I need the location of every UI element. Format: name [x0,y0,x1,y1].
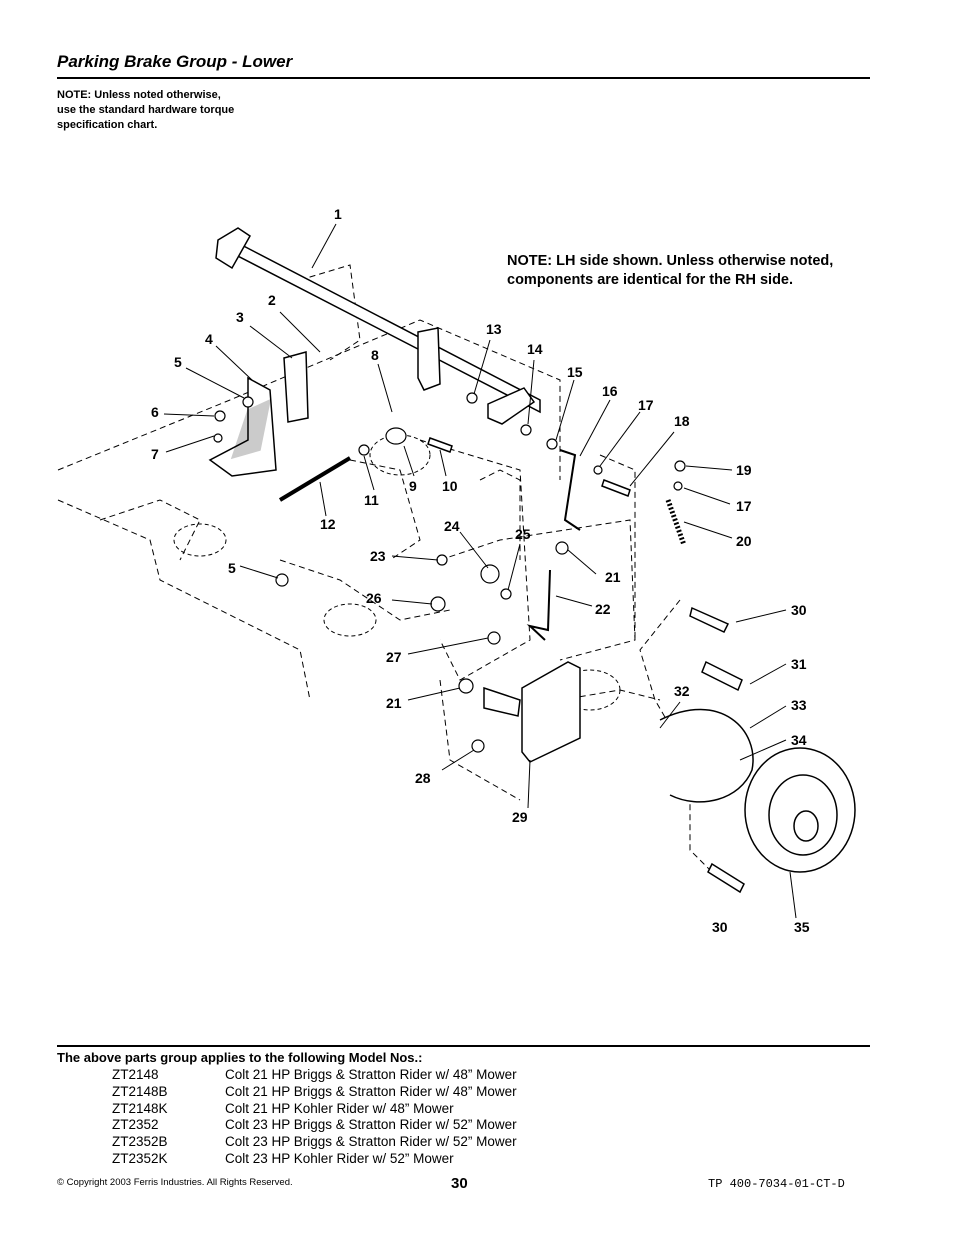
torque-note: NOTE: Unless noted otherwise, use the st… [57,88,287,133]
page-number: 30 [451,1175,468,1192]
callout: 7 [151,446,159,462]
model-code: ZT2352K [112,1150,168,1166]
callout: 10 [442,478,458,494]
model-desc: Colt 23 HP Briggs & Stratton Rider w/ 52… [225,1134,517,1150]
callout: 28 [415,770,431,786]
callout: 24 [444,518,460,534]
frame-holes [173,434,621,711]
rods [278,449,687,641]
callout: 29 [512,809,528,825]
lh-side-note: NOTE: LH side shown. Unless otherwise no… [507,252,877,290]
callout: 27 [386,649,402,665]
callout: 5 [228,560,236,576]
callout-numbers: 1 2 3 4 5 6 7 8 9 10 11 12 13 14 15 16 1… [151,206,810,935]
callout: 21 [605,569,621,585]
callout: 19 [736,462,752,478]
lh-note-line: components are identical for the RH side… [507,272,794,288]
callout: 11 [364,492,379,508]
callout: 6 [151,404,159,420]
model-code: ZT2148K [112,1100,168,1116]
model-row: ZT2148 Colt 21 HP Briggs & Stratton Ride… [112,1067,517,1084]
model-desc: Colt 23 HP Briggs & Stratton Rider w/ 52… [225,1117,517,1133]
callout: 16 [602,383,618,399]
hardware [213,392,686,753]
brake-plate [483,661,581,763]
model-desc: Colt 21 HP Briggs & Stratton Rider w/ 48… [225,1067,517,1082]
callout: 30 [712,919,728,935]
brake-shaft [215,227,541,425]
callout: 4 [205,331,213,347]
model-code: ZT2352 [112,1117,159,1133]
callout: 8 [371,347,379,363]
model-row: ZT2352K Colt 23 HP Kohler Rider w/ 52” M… [112,1151,517,1168]
callout: 14 [527,341,543,357]
model-row: ZT2148K Colt 21 HP Kohler Rider w/ 48” M… [112,1101,517,1118]
title-rule [57,77,870,79]
models-heading: The above parts group applies to the fol… [57,1050,423,1065]
callout: 32 [674,683,690,699]
callout: 15 [567,364,583,380]
callout: 31 [791,656,807,672]
callout: 30 [791,602,807,618]
callout: 18 [674,413,690,429]
callout: 12 [320,516,336,532]
models-list: ZT2148 Colt 21 HP Briggs & Stratton Ride… [112,1067,517,1168]
model-desc: Colt 21 HP Briggs & Stratton Rider w/ 48… [225,1083,517,1099]
callout: 34 [791,732,807,748]
model-code: ZT2352B [112,1134,168,1150]
model-desc: Colt 21 HP Kohler Rider w/ 48” Mower [225,1100,454,1116]
model-row: ZT2352B Colt 23 HP Briggs & Stratton Rid… [112,1134,517,1151]
model-row: ZT2148B Colt 21 HP Briggs & Stratton Rid… [112,1084,517,1101]
callout: 17 [638,397,654,413]
frame-outline [57,264,711,871]
callout: 20 [736,533,752,549]
model-code: ZT2148B [112,1083,168,1099]
lh-note-line: NOTE: LH side shown. Unless otherwise no… [507,253,834,269]
callout: 1 [334,206,342,222]
callout: 5 [174,354,182,370]
callout: 33 [791,697,807,713]
callout: 17 [736,498,752,514]
callout: 23 [370,548,386,564]
callout: 2 [268,292,276,308]
models-rule [57,1045,870,1047]
leader-lines [163,223,797,919]
callout: 25 [515,526,531,542]
callout: 21 [386,695,402,711]
callout: 3 [236,309,244,325]
copyright-notice: © Copyright 2003 Ferris Industries. All … [57,1177,293,1188]
model-row: ZT2352 Colt 23 HP Briggs & Stratton Ride… [112,1117,517,1134]
callout: 22 [595,601,611,617]
page-title: Parking Brake Group - Lower [57,52,293,71]
torque-note-line: specification chart. [57,119,158,131]
torque-note-line: use the standard hardware torque [57,104,235,116]
callout: 26 [366,590,382,606]
callout: 35 [794,919,810,935]
brake-drum [659,708,856,873]
bolts [427,437,745,894]
torque-note-line: NOTE: Unless noted otherwise, [57,89,221,101]
document-number: TP 400-7034-01-CT-D [708,1177,845,1191]
model-desc: Colt 23 HP Kohler Rider w/ 52” Mower [225,1150,454,1166]
model-code: ZT2148 [112,1067,159,1082]
callout: 9 [409,478,417,494]
brackets [208,351,309,477]
callout: 13 [486,321,502,337]
